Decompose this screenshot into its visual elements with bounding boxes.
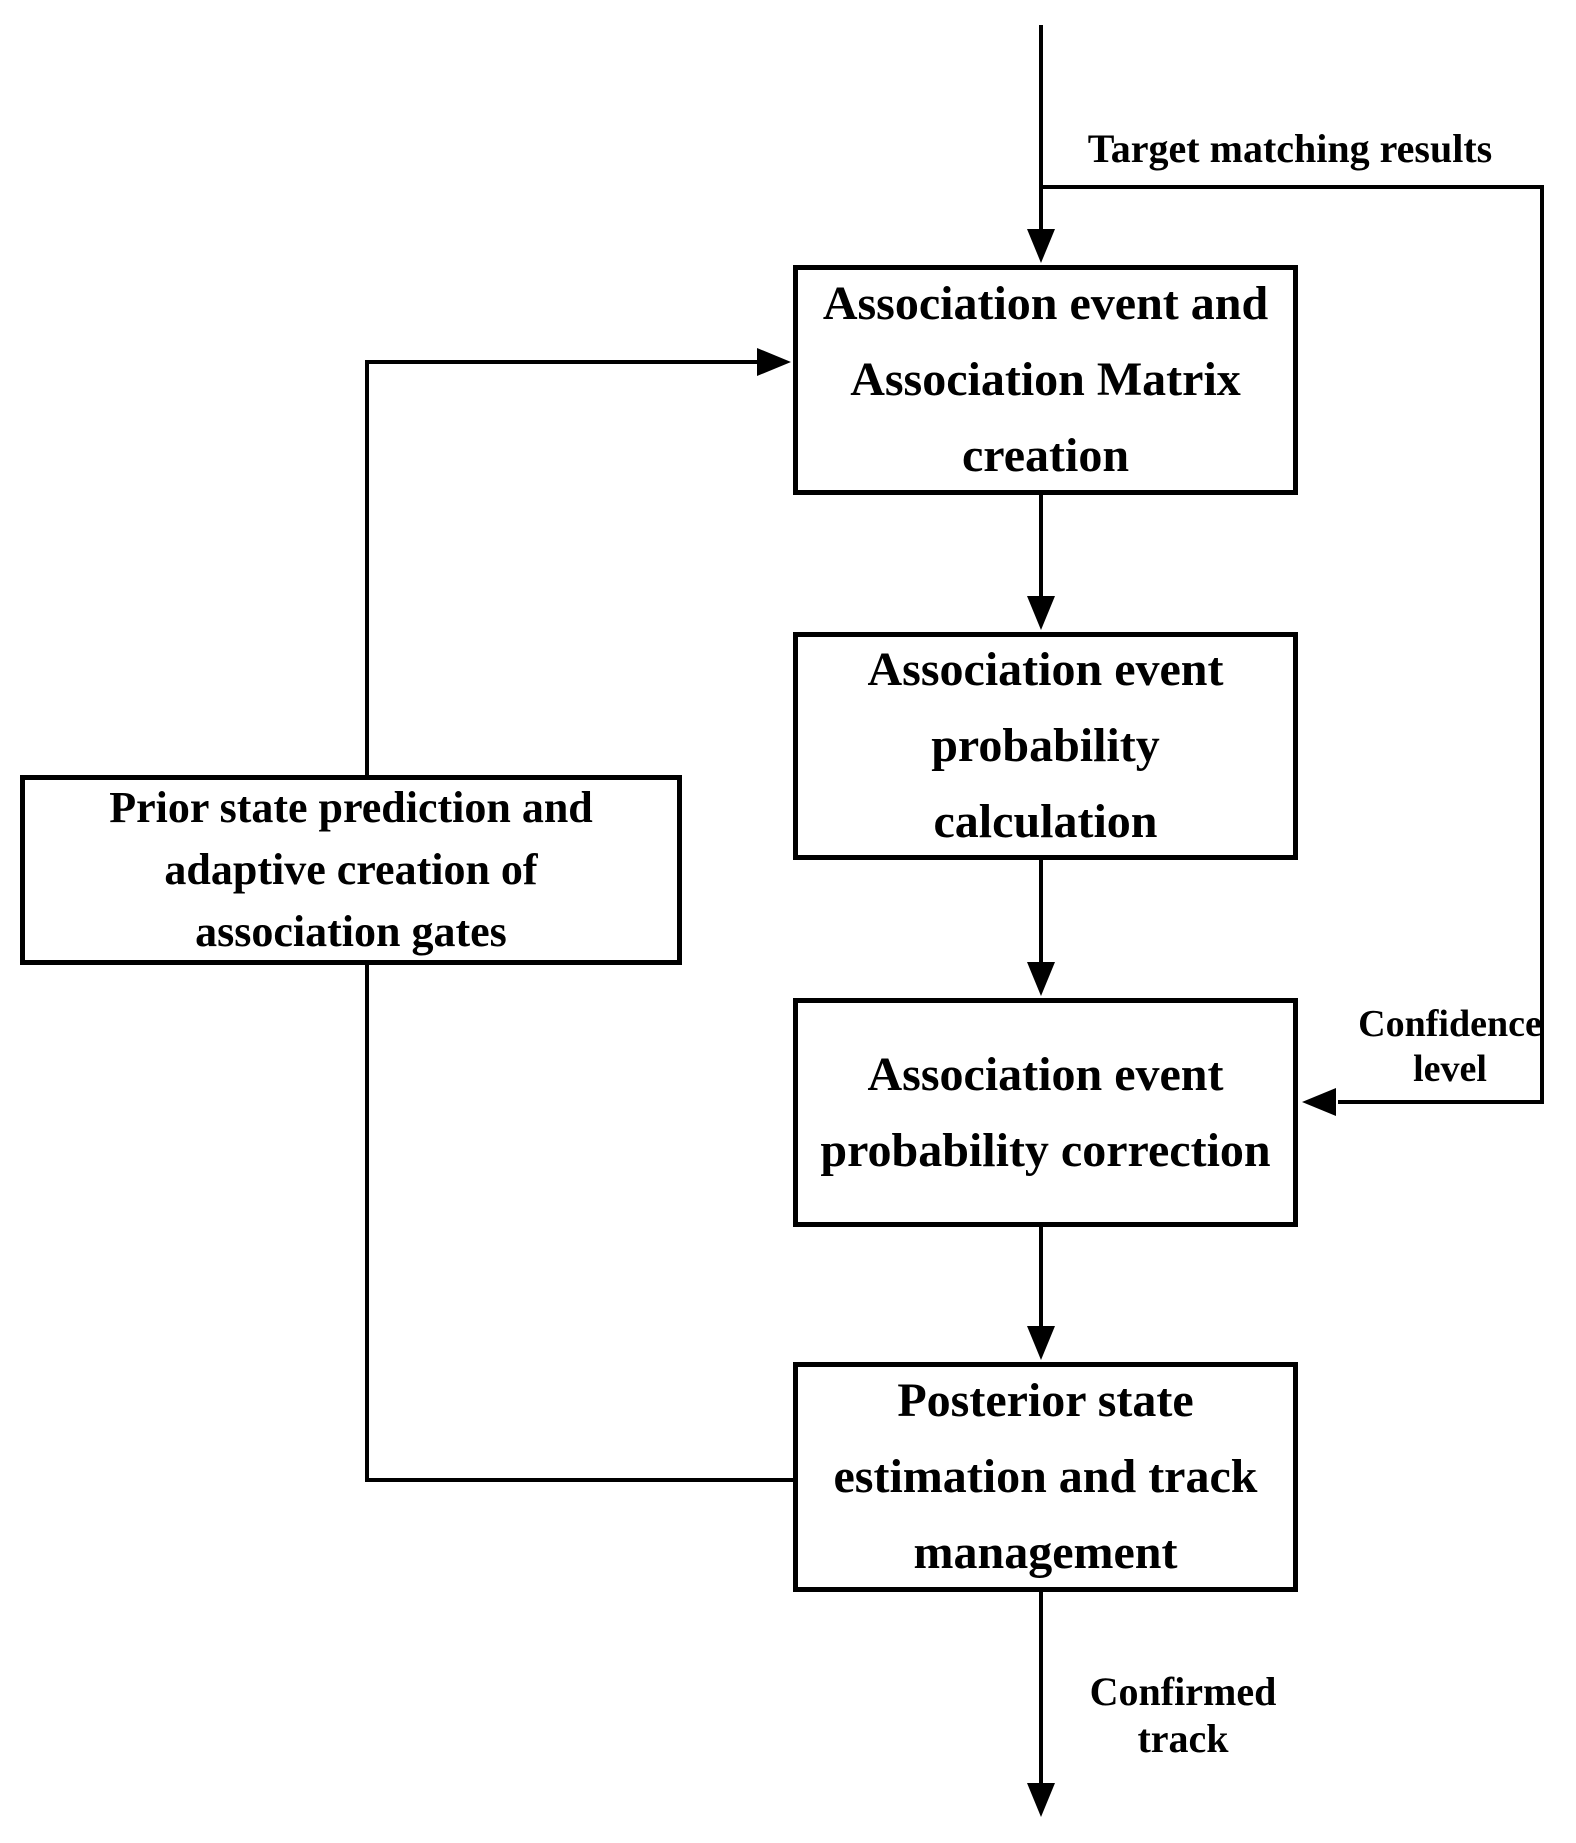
label-confidence-level: Confidence level	[1358, 1003, 1542, 1090]
arrowhead-input-icon	[1027, 229, 1055, 263]
box-prior-state-prediction: Prior state prediction and adaptive crea…	[20, 775, 682, 965]
arrowhead-correction-icon	[1027, 962, 1055, 996]
box-posterior-estimation: Posterior state estimation and track man…	[793, 1362, 1298, 1592]
arrowhead-posterior-icon	[1027, 1326, 1055, 1360]
box-probability-calculation: Association event probability calculatio…	[793, 632, 1298, 860]
box-probability-correction: Association event probability correction	[793, 998, 1298, 1227]
arrowhead-output-icon	[1027, 1783, 1055, 1817]
arrowhead-calculation-icon	[1027, 596, 1055, 630]
box-association-event-creation: Association event and Association Matrix…	[793, 265, 1298, 495]
arrowhead-confidence-icon	[1302, 1088, 1336, 1116]
arrowhead-feedback-icon	[757, 348, 791, 376]
label-target-matching-results: Target matching results	[1087, 126, 1493, 171]
label-confirmed-track: Confirmed track	[1089, 1669, 1277, 1761]
edge-confidence-line	[1041, 185, 1544, 1104]
